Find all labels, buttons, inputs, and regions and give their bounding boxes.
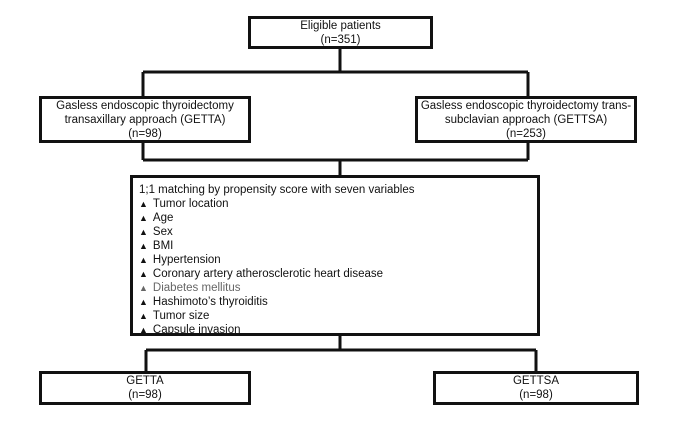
getta-outcome-count: (n=98) [128, 389, 162, 401]
triangle-bullet-icon: ▲ [139, 213, 148, 223]
matching-box: 1;1 matching by propensity score with se… [130, 175, 540, 336]
matching-variable: ▲Hashimoto’s thyroiditis [139, 296, 268, 308]
triangle-bullet-icon: ▲ [139, 325, 148, 335]
getta-outcome-box: GETTA (n=98) [39, 371, 251, 405]
matching-variable: ▲Sex [139, 226, 173, 238]
gettsa-arm-count: (n=253) [506, 127, 546, 140]
triangle-bullet-icon: ▲ [139, 283, 148, 293]
matching-variable: ▲Tumor size [139, 310, 210, 322]
triangle-bullet-icon: ▲ [139, 269, 148, 279]
gettsa-arm-line1: Gasless endoscopic thyroidectomy trans- [420, 99, 632, 112]
matching-variable: ▲Coronary artery atherosclerotic heart d… [139, 268, 384, 280]
gettsa-arm-box: Gasless endoscopic thyroidectomy trans- … [415, 96, 637, 143]
matching-title: 1;1 matching by propensity score with se… [139, 184, 415, 196]
triangle-bullet-icon: ▲ [139, 311, 148, 321]
gettsa-outcome-label: GETTSA [512, 375, 559, 387]
getta-arm-count: (n=98) [128, 127, 162, 140]
triangle-bullet-icon: ▲ [139, 241, 148, 251]
triangle-bullet-icon: ▲ [139, 227, 148, 237]
matching-variable: ▲Capsule invasion [139, 324, 241, 336]
matching-variable: ▲Tumor location [139, 198, 229, 210]
matching-variable: ▲Hypertension [139, 254, 221, 266]
eligible-count: (n=351) [320, 33, 361, 46]
triangle-bullet-icon: ▲ [139, 199, 148, 209]
getta-outcome-label: GETTA [126, 375, 164, 387]
matching-variable: ▲Age [139, 212, 174, 224]
eligible-title: Eligible patients [300, 19, 381, 32]
getta-arm-line2: transaxillary approach (GETTA) [64, 113, 226, 126]
matching-variable: ▲BMI [139, 240, 174, 252]
getta-arm-box: Gasless endoscopic thyroidectomy transax… [39, 96, 251, 143]
matching-variable-list: ▲Tumor location ▲Age ▲Sex ▲BMI ▲Hyperten… [139, 197, 531, 337]
gettsa-arm-line2: subclavian approach (GETTSA) [444, 113, 608, 126]
gettsa-outcome-count: (n=98) [519, 389, 553, 401]
triangle-bullet-icon: ▲ [139, 297, 148, 307]
eligible-patients-box: Eligible patients (n=351) [248, 16, 433, 49]
getta-arm-line1: Gasless endoscopic thyroidectomy [56, 99, 234, 112]
triangle-bullet-icon: ▲ [139, 255, 148, 265]
matching-variable: ▲Diabetes mellitus [139, 282, 241, 294]
gettsa-outcome-box: GETTSA (n=98) [433, 371, 639, 405]
